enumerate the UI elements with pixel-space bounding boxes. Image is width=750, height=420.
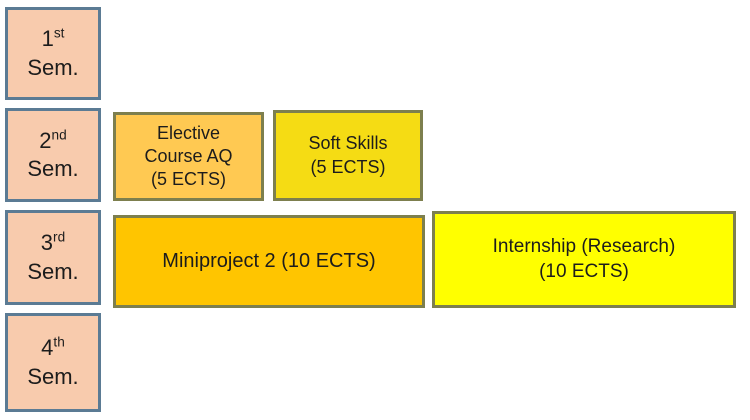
semester-word: Sem. (27, 54, 79, 80)
semester-ordinal-suffix: st (53, 26, 65, 42)
semester-ordinal-suffix: rd (53, 230, 66, 246)
course-box-internship-research: Internship (Research) (10 ECTS) (432, 211, 736, 308)
semester-number: 1 (41, 26, 54, 52)
course-label-soft-skills: Soft Skills (5 ECTS) (308, 133, 388, 177)
course-label-internship-research: Internship (Research) (10 ECTS) (492, 236, 676, 282)
course-box-miniproject-2: Miniproject 2 (10 ECTS) (113, 215, 425, 308)
semester-number: 3 (40, 230, 54, 256)
semester-word: Sem. (27, 156, 79, 181)
semester-ordinal-suffix: nd (51, 127, 67, 143)
semester-word: Sem. (27, 363, 79, 389)
course-box-soft-skills: Soft Skills (5 ECTS) (273, 110, 423, 201)
semester-number: 4 (41, 335, 54, 361)
course-label-elective-course-aq: Elective Course AQ (5 ECTS) (144, 122, 233, 190)
semester-word: Sem. (27, 258, 79, 284)
course-label-miniproject-2: Miniproject 2 (10 ECTS) (162, 249, 376, 272)
course-box-elective-course-aq: Elective Course AQ (5 ECTS) (113, 112, 264, 201)
semester-ordinal-suffix: th (53, 335, 65, 351)
semester-number: 2 (39, 127, 52, 153)
